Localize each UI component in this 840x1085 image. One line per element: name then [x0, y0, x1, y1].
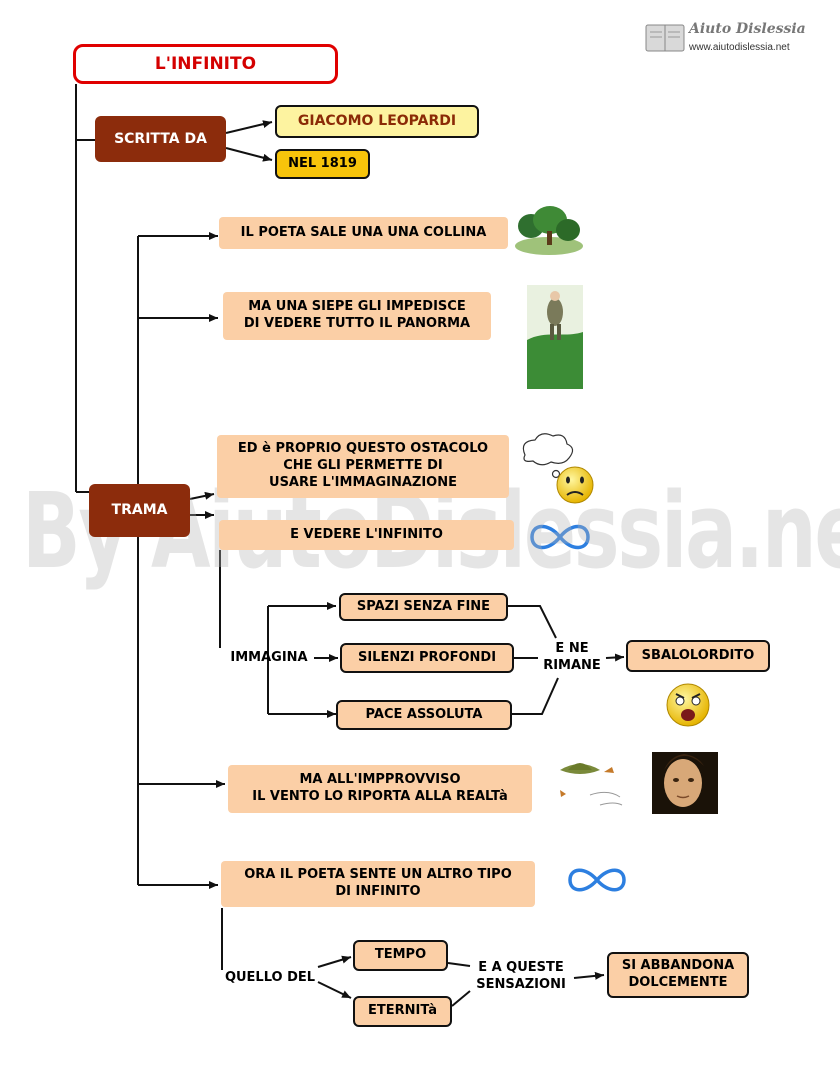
infinity-symbol-1: [530, 524, 590, 550]
windblown-hat-illustration: [560, 763, 623, 806]
brand-name: Aiuto Dislessia: [689, 21, 806, 37]
that-of-label: QUELLO DEL: [224, 969, 316, 985]
written-by-node: SCRITTA DA: [95, 116, 226, 162]
hill-trees-illustration: [515, 206, 583, 255]
step-obstacle: ED è PROPRIO QUESTO OSTACOLO CHE GLI PER…: [217, 435, 509, 498]
step-wind: MA ALL'IMPPROVVISO IL VENTO LO RIPORTA A…: [228, 765, 532, 813]
brand-logo: Aiuto Dislessia www.aiutodislessia.net: [645, 20, 806, 60]
surrender-node: SI ABBANDONA DOLCEMENTE: [607, 952, 749, 998]
plot-node: TRAMA: [89, 484, 190, 537]
leopardi-portrait-illustration: [652, 752, 718, 814]
imagines-label: IMMAGINA: [230, 649, 308, 665]
step-hedge: MA UNA SIEPE GLI IMPEDISCE DI VEDERE TUT…: [223, 292, 491, 340]
imagine-absolute-peace: PACE ASSOLUTA: [336, 700, 512, 730]
year-node: NEL 1819: [275, 149, 370, 179]
imagine-endless-spaces: SPAZI SENZA FINE: [339, 593, 508, 621]
infinity-symbol-2: [568, 868, 626, 892]
remains-connector: E NE RIMANE: [543, 641, 601, 673]
brand-url: www.aiutodislessia.net: [689, 42, 790, 53]
astonished-node: SBALOLORDITO: [626, 640, 770, 672]
imagine-deep-silences: SILENZI PROFONDI: [340, 643, 514, 673]
sensations-connector: E A QUESTE SENSAZIONI: [476, 960, 566, 992]
step-other-infinite: ORA IL POETA SENTE UN ALTRO TIPO DI INFI…: [221, 861, 535, 907]
man-hedge-illustration: [527, 285, 583, 389]
step-infinite: E VEDERE L'INFINITO: [219, 520, 514, 550]
author-node: GIACOMO LEOPARDI: [275, 105, 479, 138]
time-node: TEMPO: [353, 940, 448, 971]
confused-face-illustration: [556, 466, 594, 504]
eternity-node: ETERNITà: [353, 996, 452, 1027]
step-hill: IL POETA SALE UNA UNA COLLINA: [219, 217, 508, 249]
map-title: L'INFINITO: [73, 44, 338, 84]
book-icon: [645, 24, 685, 52]
astonished-face-illustration: [666, 683, 710, 727]
